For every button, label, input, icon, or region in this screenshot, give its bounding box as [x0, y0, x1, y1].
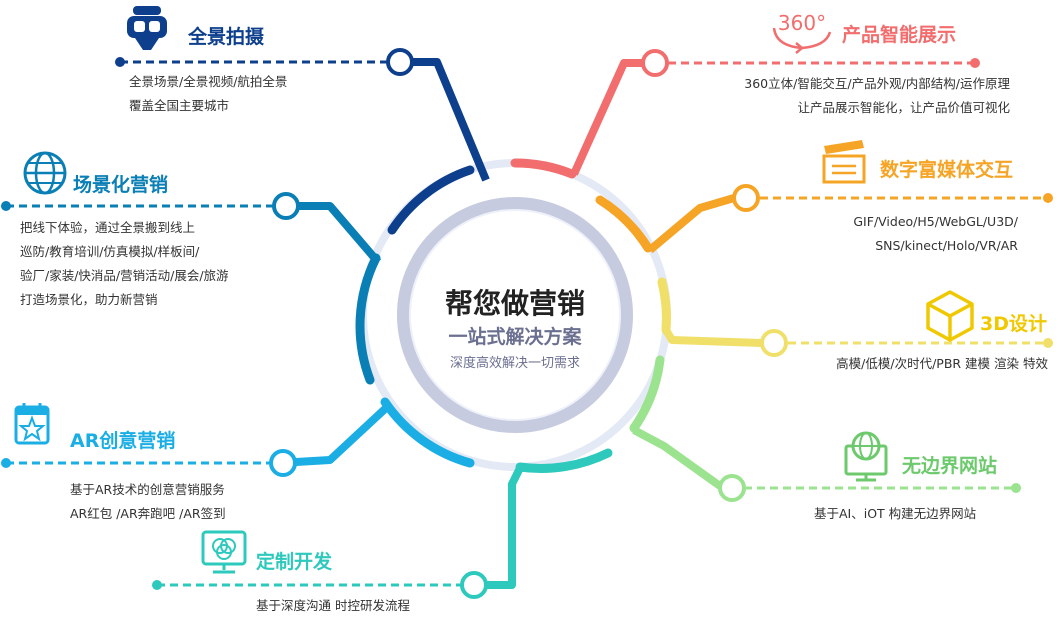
- connector-scene: [298, 202, 382, 265]
- monitor-icon: [201, 530, 247, 574]
- vr-headset-icon: [127, 6, 167, 50]
- clapperboard-icon: [822, 140, 866, 184]
- arc-scene: [355, 253, 381, 385]
- star-calendar-icon: [14, 403, 50, 445]
- end-dot-web: [1011, 483, 1021, 493]
- web-desc-line: 基于AI、iOT 构建无边界网站: [814, 506, 977, 521]
- rotate-360-icon: 360°: [772, 11, 832, 54]
- ar-title: AR创意营销: [70, 430, 176, 452]
- end-dot-ar: [1, 458, 11, 468]
- center-subtitle: 一站式解决方案: [448, 326, 582, 348]
- connector-web: [632, 426, 723, 490]
- media-title: 数字富媒体交互: [880, 159, 1014, 181]
- node-panorama: [386, 48, 414, 76]
- connector-panorama: [412, 58, 490, 182]
- arc-product: [510, 158, 577, 179]
- svg-text:360°: 360°: [778, 11, 826, 35]
- arc-ar: [380, 397, 475, 468]
- design3d-title: 3D设计: [980, 313, 1047, 335]
- node-3d: [760, 329, 788, 357]
- arc-custom: [515, 448, 613, 473]
- panorama-title: 全景拍摄: [188, 26, 265, 48]
- end-dot-3d: [1043, 338, 1053, 348]
- connector-media: [647, 194, 736, 254]
- product-desc-line: 让产品展示智能化，让产品价值可视化: [797, 100, 1010, 115]
- center-inner-ring: [397, 197, 633, 433]
- arc-panorama: [387, 165, 475, 235]
- cube-icon: [926, 290, 974, 342]
- node-ar: [269, 449, 297, 477]
- globe-icon: [23, 151, 67, 195]
- connector-product: [570, 59, 642, 176]
- end-dot-custom: [152, 580, 162, 590]
- end-dot-scene: [1, 201, 11, 211]
- center-tagline: 深度高效解决一切需求: [449, 356, 580, 371]
- end-dot-media: [1043, 193, 1053, 203]
- center-disc: [411, 211, 619, 419]
- scene-desc-line: 验厂/家装/快消品/营销活动/展会/旅游: [20, 268, 229, 283]
- node-scene: [272, 192, 300, 220]
- connector-custom: [486, 466, 524, 589]
- custom-title: 定制开发: [256, 551, 333, 573]
- custom-desc-line: 基于深度沟通 时控研发流程: [256, 598, 410, 613]
- media-desc-line: SNS/kinect/Holo/VR/AR: [875, 238, 1018, 253]
- node-product: [641, 49, 669, 77]
- node-web: [718, 474, 746, 502]
- connector-ar: [295, 405, 389, 466]
- node-media: [732, 184, 760, 212]
- end-dot-panorama: [115, 57, 125, 67]
- connector-3d: [662, 327, 763, 347]
- arc-media: [595, 195, 653, 253]
- end-dot-product: [970, 58, 980, 68]
- panorama-desc-line: 全景场景/全景视频/航拍全景: [129, 74, 288, 89]
- panorama-desc-line: 覆盖全国主要城市: [129, 98, 230, 113]
- scene-desc-line: 打造场景化，助力新营销: [20, 292, 158, 307]
- arc-web: [629, 355, 665, 433]
- arc-3d: [657, 277, 671, 335]
- web-title: 无边界网站: [902, 455, 998, 477]
- ar-desc-line: AR红包 /AR奔跑吧 /AR签到: [70, 506, 226, 521]
- scene-desc-line: 把线下体验，通过全景搬到线上: [20, 220, 196, 235]
- media-desc-line: GIF/Video/H5/WebGL/U3D/: [853, 214, 1018, 229]
- scene-title: 场景化营销: [73, 174, 169, 196]
- center-title: 帮您做营销: [444, 287, 585, 320]
- product-title: 产品智能展示: [842, 24, 957, 46]
- ar-desc-line: 基于AR技术的创意营销服务: [70, 482, 225, 497]
- scene-desc-line: 巡防/教育培训/仿真模拟/样板间/: [20, 244, 200, 259]
- node-custom: [460, 571, 488, 599]
- globe-monitor-icon: [844, 431, 888, 482]
- product-desc-line: 360立体/智能交互/产品外观/内部结构/运作原理: [744, 76, 1010, 91]
- design3d-desc-line: 高模/低模/次时代/PBR 建模 渲染 特效: [836, 356, 1048, 371]
